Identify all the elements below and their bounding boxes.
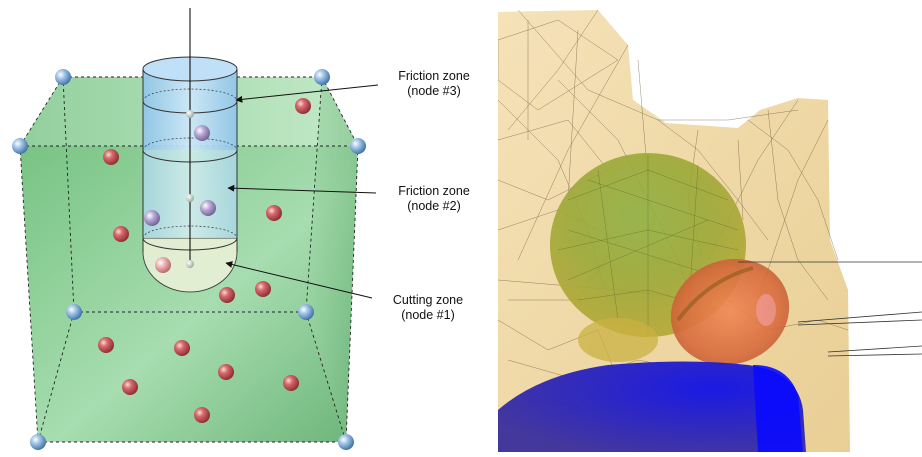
fem-cube-svg [12, 8, 379, 450]
label-friction-zone-node-2: Friction zone (node #2) [398, 184, 470, 213]
anatomy-mesh-svg [497, 9, 922, 452]
organ-orange-ridge [676, 266, 754, 322]
interior-node [200, 200, 216, 216]
organ-yellow [578, 318, 658, 362]
interior-node [219, 287, 235, 303]
interior-node [194, 407, 210, 423]
label-cutting-zone-node-1: Cutting zone (node #1) [392, 293, 464, 322]
interior-node [155, 257, 171, 273]
tool-node-2 [186, 194, 194, 202]
annotation-arrows [225, 84, 379, 299]
organ-blue-bright [753, 365, 803, 452]
corner-node [55, 69, 71, 85]
organ-orange [670, 259, 790, 365]
tool-cylinder [142, 8, 238, 293]
tool-node-1 [186, 260, 194, 268]
interior-nodes [98, 98, 311, 423]
anatomy-mesh-render [497, 0, 922, 452]
interior-node [266, 205, 282, 221]
fem-cube-diagram: Friction zone (node #3) Friction zone (n… [12, 8, 470, 450]
corner-nodes [12, 69, 366, 450]
tool-node-3 [186, 110, 194, 118]
interior-node [283, 375, 299, 391]
arrow-node-2 [227, 184, 377, 194]
interior-node [103, 149, 119, 165]
interior-node [98, 337, 114, 353]
interior-node [194, 125, 210, 141]
arrow-node-1 [225, 261, 373, 299]
interior-node [122, 379, 138, 395]
interior-node [144, 210, 160, 226]
interior-node [113, 226, 129, 242]
interior-node [174, 340, 190, 356]
corner-node [30, 434, 46, 450]
organ-blue [498, 361, 806, 452]
organ-orange-highlight [756, 294, 776, 326]
interior-node [295, 98, 311, 114]
corner-node [12, 138, 28, 154]
interior-node [255, 281, 271, 297]
corner-node [66, 304, 82, 320]
cube-right-face [306, 77, 358, 442]
corner-node [314, 69, 330, 85]
pointer-lines [738, 261, 922, 357]
corner-node [350, 138, 366, 154]
label-friction-zone-node-3: Friction zone (node #3) [398, 69, 470, 98]
arrow-node-3 [235, 84, 379, 103]
corner-node [298, 304, 314, 320]
interior-node [218, 364, 234, 380]
corner-node [338, 434, 354, 450]
